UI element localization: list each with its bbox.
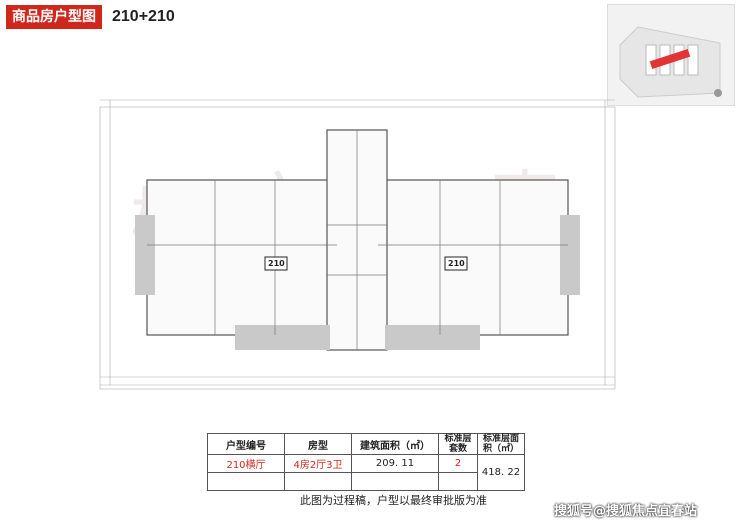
site-keymap — [607, 4, 735, 106]
cell-type: 4房2厅3卫 — [284, 454, 352, 473]
cell-empty — [207, 472, 285, 491]
cell-count: 2 — [438, 454, 478, 473]
cell-floor-area: 418. 22 — [477, 454, 525, 491]
header-floor-area: 标准层面积（㎡） — [477, 433, 525, 455]
header-count: 标准层套数 — [438, 433, 478, 455]
highlight-building — [649, 49, 691, 69]
cell-empty — [284, 472, 352, 491]
header-area: 建筑面积（㎡） — [351, 433, 439, 455]
header-code: 户型编号 — [207, 433, 285, 455]
unit-label-left: 210 — [268, 259, 285, 268]
cell-code: 210横厅 — [207, 454, 285, 473]
cell-empty — [351, 472, 439, 491]
header-type: 房型 — [284, 433, 352, 455]
cell-area: 209. 11 — [351, 454, 439, 473]
spec-table: 户型编号 房型 建筑面积（㎡） 标准层套数 标准层面积（㎡） 210横厅 4房2… — [207, 433, 525, 491]
floor-plan — [99, 99, 616, 390]
disclaimer-note: 此图为过程稿，户型以最终审批版为准 — [300, 494, 487, 507]
unit-label-right: 210 — [448, 259, 465, 268]
page-title: 商品房户型图 — [6, 5, 102, 29]
cell-empty — [438, 472, 478, 491]
unit-code: 210+210 — [112, 8, 175, 25]
source-watermark: 搜狐号@搜狐焦点宜春站 — [554, 504, 698, 519]
